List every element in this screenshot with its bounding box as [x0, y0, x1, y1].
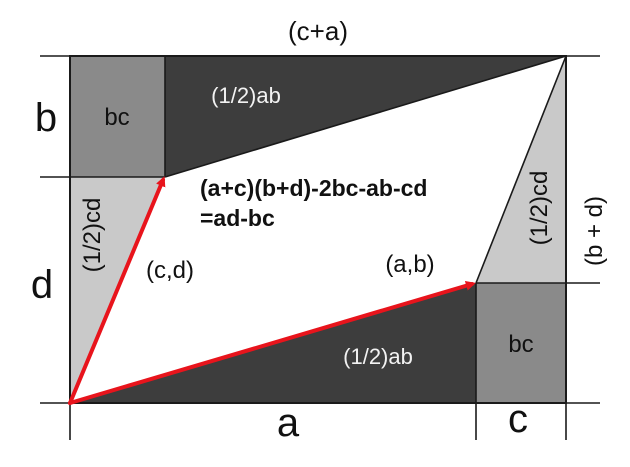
top-bc-label: bc	[104, 104, 129, 131]
bottom-triangle-area-label: (1/2)ab	[343, 344, 413, 369]
parallelogram-top-edge	[164, 55, 567, 178]
parallelogram-right-edge	[475, 55, 567, 284]
left-b-label: b	[35, 96, 57, 140]
formula-line-2: =ad-bc	[200, 205, 275, 231]
right-height-label: (b + d)	[581, 196, 608, 266]
top-triangle-area-label: (1/2)ab	[211, 83, 281, 108]
left-triangle-area-label: (1/2)cd	[79, 198, 106, 273]
formula-line-1: (a+c)(b+d)-2bc-ab-cd	[200, 175, 427, 201]
bottom-right-bc-box	[476, 283, 566, 403]
vector-ab-label: (a,b)	[385, 251, 434, 278]
top-left-bc-box	[70, 56, 165, 177]
bottom-c-label: c	[508, 397, 528, 441]
vector-cd-arrow	[68, 176, 166, 405]
top-width-label: (c+a)	[288, 16, 348, 46]
bottom-bc-label: bc	[508, 331, 533, 358]
left-d-label: d	[31, 263, 53, 307]
vector-cd-label: (c,d)	[146, 257, 194, 284]
right-triangle-area-label: (1/2)cd	[526, 171, 553, 246]
outer-rectangle	[69, 55, 567, 404]
vector-ab-arrow	[68, 280, 476, 405]
bottom-a-label: a	[277, 401, 300, 445]
